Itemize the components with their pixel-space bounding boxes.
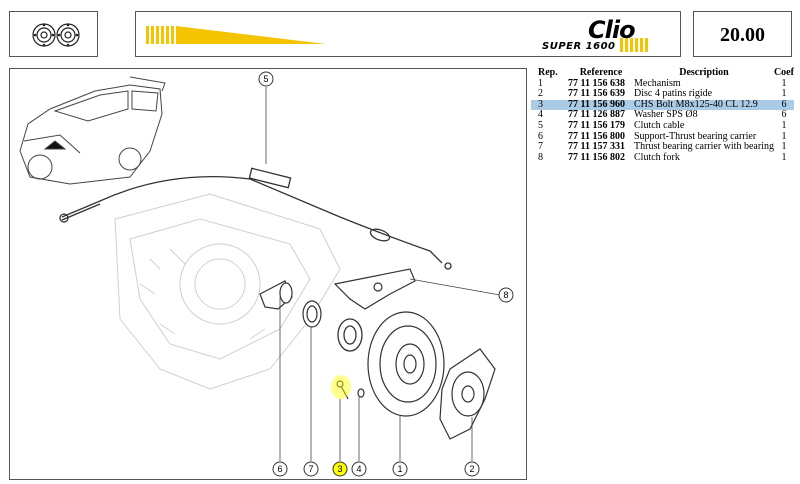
column-header-coef: Coef: [773, 67, 794, 78]
cell-rep: 8: [538, 151, 543, 163]
leader-lines: [265, 87, 501, 461]
parts-table: Rep. Reference Description Coef 1 77 11 1…: [531, 67, 794, 164]
cell-reference: 77 11 156 638: [568, 77, 625, 89]
cell-coef: 1: [781, 141, 787, 153]
cell-coef: 6: [781, 109, 787, 121]
car-illustration: [19, 76, 166, 185]
cell-reference: 77 11 156 179: [568, 119, 625, 131]
table-row[interactable]: 7 77 11 157 331 Thrust bearing carrier wit…: [531, 142, 794, 153]
cell-reference: 77 11 156 800: [568, 130, 625, 142]
cell-reference: 77 11 157 331: [568, 141, 625, 153]
cell-rep: 6: [538, 130, 543, 142]
table-row[interactable]: 5 77 11 156 179 Clutch cable 1: [531, 119, 794, 132]
cell-rep: 5: [538, 119, 543, 131]
column-header-description: Description: [679, 67, 729, 78]
callout-label: 7: [308, 464, 313, 474]
callout-circle: [258, 71, 274, 87]
cell-description: Support-Thrust bearing carrier: [634, 130, 757, 142]
cell-rep: 2: [538, 88, 543, 100]
callout-4: 4: [351, 461, 367, 477]
model-banner: Clio SUPER 1600: [135, 11, 681, 57]
cell-description: Clutch cable: [634, 119, 685, 131]
column-header-reference: Reference: [579, 67, 623, 78]
callout-7: 7: [303, 461, 319, 477]
table-row[interactable]: 4 77 11 126 887 Washer SPS Ø8 6: [531, 110, 794, 121]
callout-circle: [332, 461, 348, 477]
callout-circle: [272, 461, 288, 477]
table-row[interactable]: 8 77 11 156 802 Clutch fork 1: [531, 151, 794, 164]
cell-coef: 1: [781, 151, 787, 163]
cell-coef: 6: [773, 99, 794, 111]
cell-description: Mechanism: [634, 77, 681, 89]
bolt-and-washer: [336, 380, 365, 400]
page-number-box: 20.00: [693, 11, 792, 57]
callout-8: 8: [498, 287, 514, 303]
model-subtitle: SUPER 1600: [542, 41, 616, 52]
cell-reference: 77 11 156 802: [568, 151, 625, 163]
page-number: 20.00: [720, 24, 765, 46]
cell-rep: 4: [538, 109, 543, 121]
table-row[interactable]: 1 77 11 156 638 Mechanism 1: [531, 77, 794, 90]
clutch-cable: [59, 167, 452, 270]
callout-label: 8: [503, 290, 508, 300]
cell-rep: 3: [531, 99, 568, 111]
cell-description: CHS Bolt M8x125-40 CL 12.9: [634, 99, 774, 111]
cell-reference: 77 11 126 887: [568, 109, 625, 121]
cell-rep: 1: [538, 77, 543, 89]
column-header-rep: Rep.: [538, 67, 558, 78]
cell-description: Clutch fork: [634, 151, 680, 163]
table-row[interactable]: 6 77 11 156 800 Support-Thrust bearing car…: [531, 130, 794, 143]
callout-3: 3: [332, 461, 348, 477]
clutch-icon-box: [9, 11, 98, 57]
table-row[interactable]: 2 77 11 156 639 Disc 4 patins rigide 1: [531, 89, 794, 100]
cell-coef: 1: [781, 88, 787, 100]
bolt-highlight: [331, 375, 351, 399]
callout-circle: [464, 461, 480, 477]
callout-1: 1: [392, 461, 408, 477]
callout-circle: [392, 461, 408, 477]
gearbox-housing: [114, 193, 341, 390]
bearing-support: [259, 280, 293, 310]
exploded-diagram: 5 8 6 7 3 4 1 2: [9, 68, 527, 480]
callout-6: 6: [272, 461, 288, 477]
callout-label: 6: [277, 464, 282, 474]
cell-rep: 7: [538, 141, 543, 153]
callout-label: 2: [469, 464, 474, 474]
table-header-row: Rep. Reference Description Coef: [531, 67, 794, 79]
clutch-disc: [439, 348, 496, 440]
callout-circle: [351, 461, 367, 477]
cell-reference: 77 11 156 960: [568, 99, 634, 111]
cell-description: Washer SPS Ø8: [634, 109, 698, 121]
cell-coef: 1: [781, 130, 787, 142]
callout-label: 4: [356, 464, 361, 474]
thrust-bearing-carrier: [302, 300, 322, 328]
washer-seal: [337, 318, 363, 352]
cell-coef: 1: [781, 119, 787, 131]
cell-description: Disc 4 patins rigide: [634, 88, 713, 100]
yellow-stripes-decoration: [146, 26, 174, 44]
callout-label: 5: [263, 74, 268, 84]
cell-coef: 1: [781, 77, 787, 89]
cell-reference: 77 11 156 639: [568, 88, 625, 100]
callout-label: 3: [337, 464, 342, 474]
yellow-wedge-decoration: [176, 26, 326, 44]
callout-markers: 5 8 6 7 3 4 1 2: [258, 71, 514, 477]
clutch-mechanism: [367, 311, 445, 417]
callout-2: 2: [464, 461, 480, 477]
clutch-assembly-illustration: 5 8 6 7 3 4 1 2: [19, 71, 514, 477]
callout-circle: [303, 461, 319, 477]
clutch-disc-icon: [32, 23, 80, 47]
callout-5: 5: [258, 71, 274, 87]
clutch-fork: [333, 268, 416, 310]
cell-description: Thrust bearing carrier with bearing: [634, 141, 774, 153]
callout-circle: [498, 287, 514, 303]
callout-label: 1: [397, 464, 402, 474]
yellow-stripes-decoration-right: [620, 38, 650, 52]
